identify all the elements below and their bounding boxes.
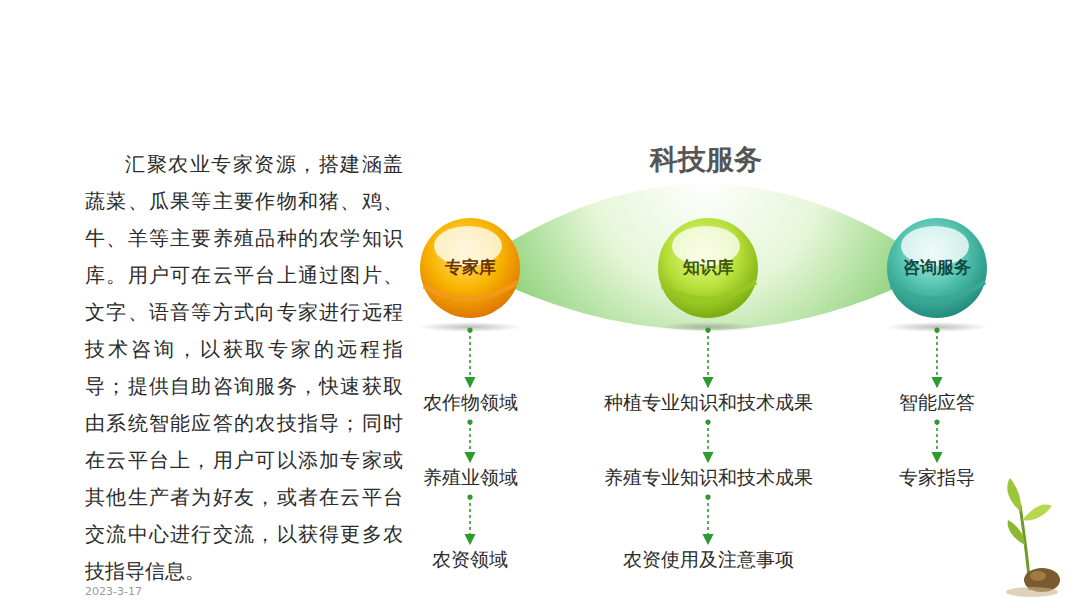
dashed-arrow xyxy=(467,327,472,387)
item-node: 养殖业领域 xyxy=(417,461,524,495)
sphere-ring xyxy=(891,282,985,299)
item-text: 养殖专业知识和技术成果 xyxy=(604,466,813,488)
item-node: 农作物领域 xyxy=(417,386,524,420)
arrow-line xyxy=(469,497,471,544)
dashed-arrow xyxy=(467,494,472,544)
sphere-body xyxy=(420,218,520,318)
dashed-arrow xyxy=(934,327,939,387)
dashed-arrow xyxy=(705,419,710,462)
sphere-label: 咨询服务 xyxy=(903,256,971,279)
sphere-label: 知识库 xyxy=(683,256,734,279)
sphere-node: 咨询服务 xyxy=(885,216,989,320)
sphere-body xyxy=(658,218,758,318)
arrow-line xyxy=(707,497,709,544)
diagram-title: 科技服务 xyxy=(650,141,762,179)
sphere-node: 知识库 xyxy=(656,216,760,320)
sphere-body xyxy=(887,218,987,318)
description-paragraph: 汇聚农业专家资源，搭建涵盖蔬菜、瓜果等主要作物和猪、鸡、牛、羊等主要养殖品种的农… xyxy=(85,146,403,590)
item-text: 养殖业领域 xyxy=(423,466,518,488)
dashed-arrow xyxy=(705,494,710,544)
dashed-arrow xyxy=(467,419,472,462)
sphere-ring xyxy=(424,282,518,299)
sphere-ring xyxy=(662,282,756,299)
arrow-line xyxy=(707,330,709,387)
sphere-node: 专家库 xyxy=(418,216,522,320)
item-text: 专家指导 xyxy=(899,466,975,488)
green-lens xyxy=(470,184,937,330)
item-node: 专家指导 xyxy=(893,461,981,495)
dashed-arrow xyxy=(705,327,710,387)
arrow-line xyxy=(707,422,709,462)
arrow-line xyxy=(469,330,471,387)
plant-illustration xyxy=(1006,478,1060,597)
arrow-line xyxy=(936,422,938,462)
item-node: 智能应答 xyxy=(893,386,981,420)
item-node: 农资使用及注意事项 xyxy=(617,543,800,577)
dashed-arrow xyxy=(934,419,939,462)
item-node: 种植专业知识和技术成果 xyxy=(598,386,819,420)
item-node: 养殖专业知识和技术成果 xyxy=(598,461,819,495)
item-text: 农资领域 xyxy=(432,548,508,570)
item-text: 种植专业知识和技术成果 xyxy=(604,391,813,413)
item-node: 农资领域 xyxy=(426,543,514,577)
item-text: 农作物领域 xyxy=(423,391,518,413)
arrow-line xyxy=(936,330,938,387)
item-text: 农资使用及注意事项 xyxy=(623,548,794,570)
sphere-label: 专家库 xyxy=(445,256,496,279)
arrow-line xyxy=(469,422,471,462)
date-stamp: 2023-3-17 xyxy=(85,585,142,598)
item-text: 智能应答 xyxy=(899,391,975,413)
